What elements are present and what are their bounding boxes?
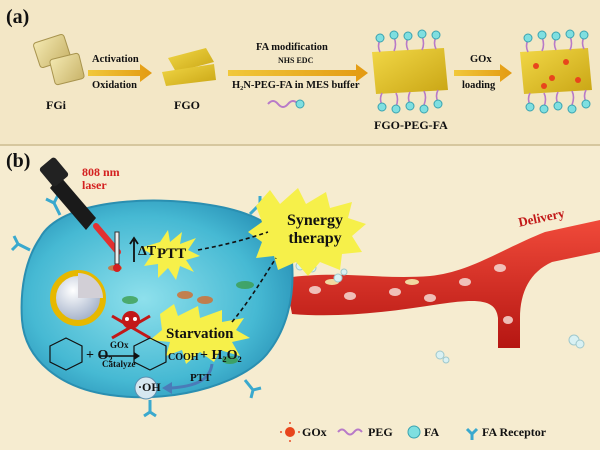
ptt-label: PTT (157, 246, 187, 262)
legend-peg-icon (337, 428, 363, 436)
legend-fa-label: FA (424, 425, 440, 439)
nanoparticle-sphere (50, 270, 106, 326)
arrow-fa-modification (228, 64, 368, 82)
glucose-molecule (49, 337, 167, 371)
ptt-burst (140, 230, 200, 280)
reaction-plus-o2: + O₂ (86, 348, 113, 363)
legend-gox-label: GOx (302, 425, 327, 439)
reaction-plus-h2o2: + H₂O₂ (200, 348, 242, 363)
gox-loaded-sheet (520, 29, 592, 114)
reaction-ptt: PTT (190, 372, 212, 384)
laser-label: 808 nm laser (82, 165, 120, 192)
legend-gox-icon (280, 422, 300, 442)
synergy-label: Synergy therapy (287, 212, 343, 247)
reaction-catalyst-top: GOx (110, 340, 129, 350)
arrow-gox-loading (454, 64, 512, 82)
legend-fa-receptor-icon (465, 427, 479, 440)
panel-a-label: (a) (6, 6, 30, 28)
node-label-fgi: FGi (46, 98, 66, 112)
arrow1-bottom-label: Oxidation (92, 80, 137, 91)
skull-icon (111, 311, 151, 340)
panel-divider (0, 144, 600, 146)
fgo-peg-fa-sheet (372, 29, 448, 114)
blood-vessel (285, 220, 600, 348)
starvation-burst (150, 304, 250, 364)
arrow-activation (88, 64, 152, 82)
arrow1-top-label: Activation (92, 54, 139, 65)
arrow3-top-label: GOx (470, 54, 492, 65)
node-label-fgo: FGO (174, 98, 200, 112)
reaction-arrow (100, 352, 140, 360)
laser-icon (39, 157, 121, 255)
reaction-catalyst-bottom: Catalyze (102, 359, 136, 369)
node-label-fgo-peg-fa: FGO-PEG-FA (374, 118, 448, 132)
delta-t-label: ΔT (138, 244, 157, 259)
legend-peg-label: PEG (368, 425, 393, 439)
arrow2-top-label: FA modification (256, 42, 328, 53)
arrow2-sub-label: NHS EDC (278, 56, 314, 65)
legend-fa-receptor-label: FA Receptor (482, 425, 547, 439)
synergy-burst (248, 188, 366, 276)
fgi-flakes (33, 33, 85, 86)
panel-b-label: (b) (6, 150, 31, 172)
oh-radical-label: ·OH (138, 380, 161, 394)
arrow2-bottom-label: H₂N-PEG-FA in MES buffer (232, 80, 360, 91)
starvation-label: Starvation (166, 326, 234, 342)
fgo-sheets (162, 48, 216, 86)
peg-fa-ligand-icon (267, 99, 305, 109)
oh-radical (134, 376, 158, 400)
arrow3-bottom-label: loading (462, 80, 496, 91)
thermometer-icon (113, 231, 139, 272)
ptt-arrow (162, 363, 214, 394)
dashed-connectors (197, 231, 277, 323)
reaction-cooh: COOH (168, 352, 199, 363)
legend-fa-icon (407, 425, 421, 439)
